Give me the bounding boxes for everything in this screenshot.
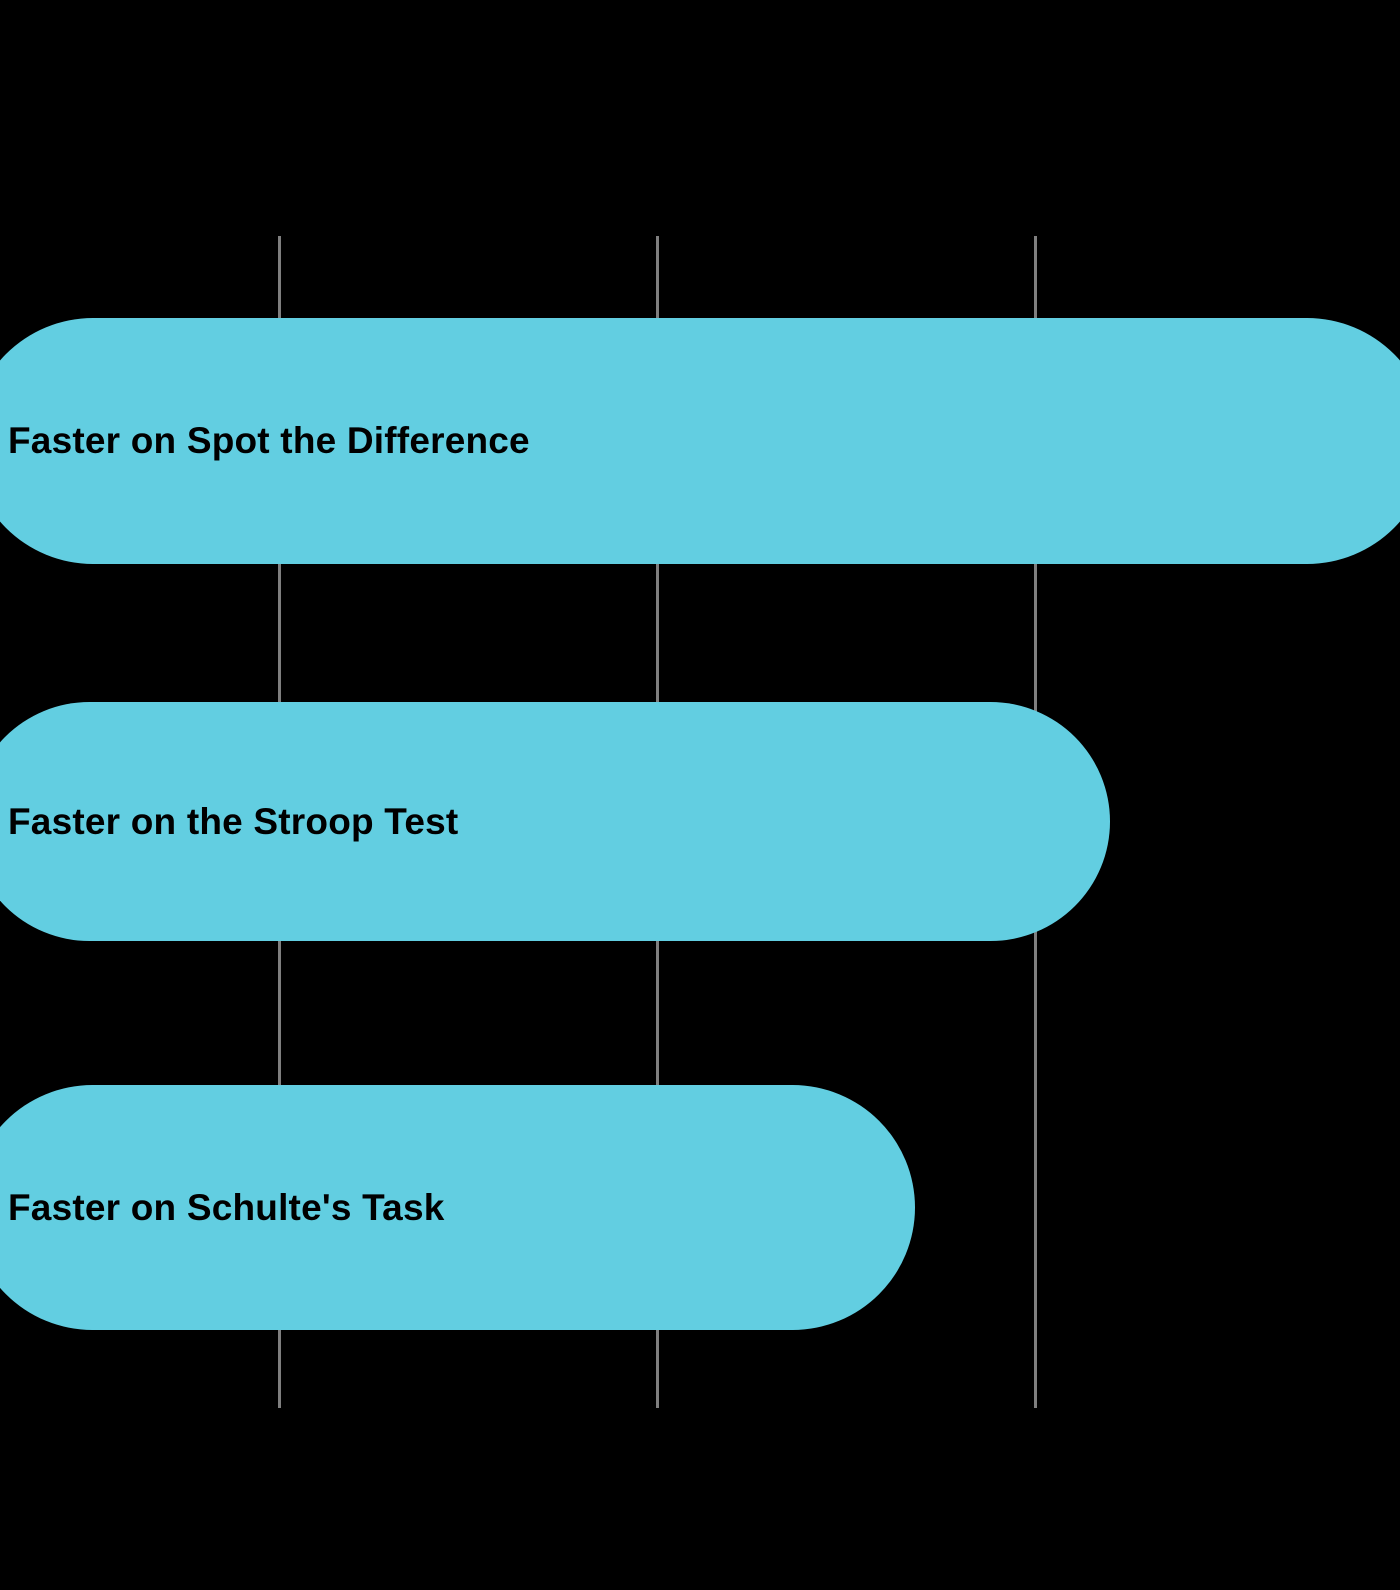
bar-track: Faster on Schulte's Task [0,1085,1400,1330]
bar-label: Faster on Spot the Difference [8,420,530,461]
bar-series-item[interactable] [0,702,1110,941]
bar-track: Faster on Spot the Difference [0,318,1400,564]
bar-label: Faster on Schulte's Task [8,1186,445,1228]
bar-label: Faster on the Stroop Test [8,800,459,842]
bar-track: Faster on the Stroop Test [0,702,1400,941]
bar-series-item[interactable] [0,318,1400,564]
bar-series-item[interactable] [0,1085,915,1330]
